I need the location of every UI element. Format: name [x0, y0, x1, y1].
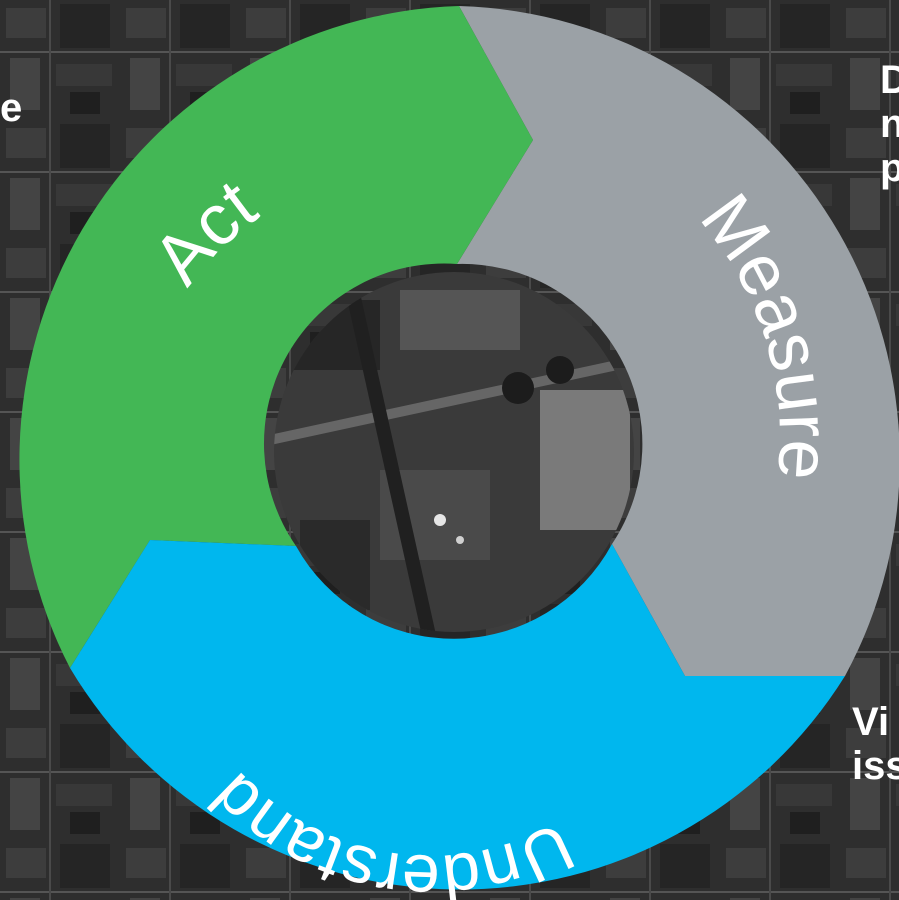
segment-measure — [457, 6, 899, 676]
side-text-top-left: e — [0, 86, 22, 130]
side-text-top-right: D n p — [880, 58, 899, 190]
segment-act — [19, 6, 533, 668]
segment-understand — [70, 540, 845, 890]
side-text-bottom-right: Vi iss — [852, 700, 899, 788]
